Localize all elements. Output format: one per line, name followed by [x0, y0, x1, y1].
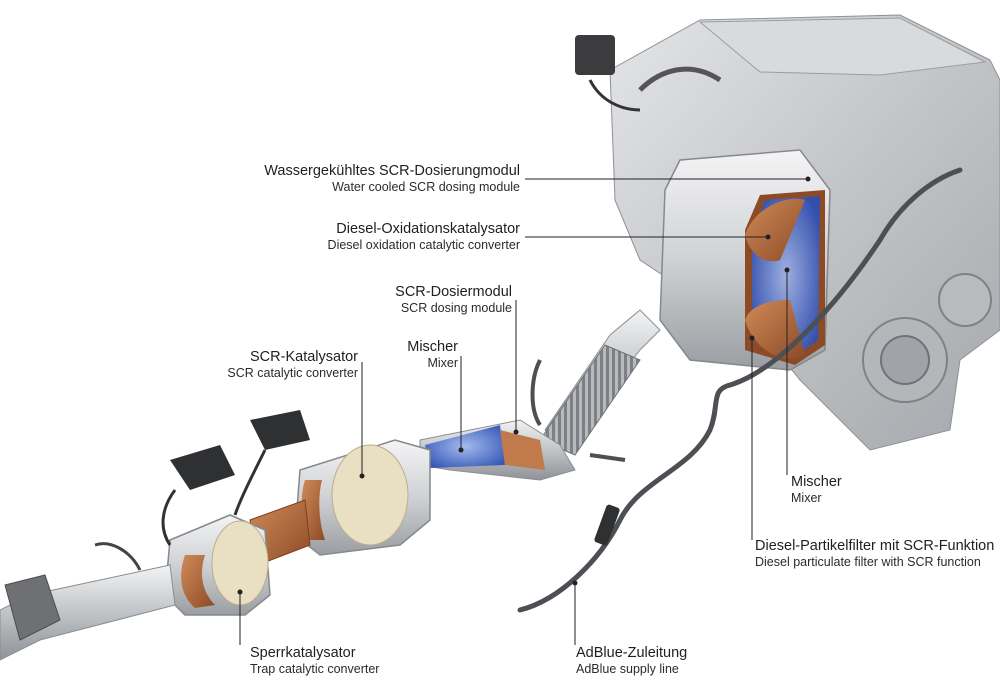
- sensor-connectors: [94, 410, 310, 571]
- label-de: Diesel-Partikelfilter mit SCR-Funktion: [755, 538, 995, 554]
- label-de: AdBlue-Zuleitung: [576, 645, 688, 661]
- callout-adblue-line: AdBlue-Zuleitung AdBlue supply line: [576, 645, 687, 677]
- flex-pipe: [539, 309, 661, 456]
- front-pipe: [0, 564, 176, 661]
- callout-mixer-left: Mischer Mixer: [380, 339, 458, 371]
- label-en: Diesel oxidation catalytic converter: [327, 238, 520, 253]
- label-en: Diesel particulate filter with SCR funct…: [755, 555, 981, 570]
- mixer-section: [419, 419, 576, 481]
- label-en: Water cooled SCR dosing module: [332, 180, 520, 195]
- label-en: AdBlue supply line: [576, 662, 679, 677]
- trap-catalyst-canister: [164, 514, 271, 616]
- label-en: Mixer: [427, 356, 458, 371]
- label-de: SCR-Katalysator: [250, 349, 358, 365]
- callout-trap-catalyst: Sperrkatalysator Trap catalytic converte…: [250, 645, 379, 677]
- label-de: Mischer: [407, 339, 458, 355]
- scr-catalyst-canister: [294, 439, 431, 556]
- label-de: Diesel-Oxidationskatalysator: [336, 221, 520, 237]
- label-de: Wassergekühltes SCR-Dosierungmodul: [264, 163, 520, 179]
- label-de: Sperrkatalysator: [250, 645, 356, 661]
- label-de: SCR-Dosiermodul: [395, 284, 512, 300]
- callout-water-cooled-scr: Wassergekühltes SCR-Dosierungmodul Water…: [240, 163, 520, 195]
- leader-lines: [239, 178, 808, 645]
- adblue-line-graphic: [517, 167, 963, 613]
- label-de: Mischer: [791, 474, 842, 490]
- callout-scr-dosing: SCR-Dosiermodul SCR dosing module: [360, 284, 512, 316]
- label-en: SCR dosing module: [400, 301, 512, 316]
- label-en: Trap catalytic converter: [250, 662, 380, 677]
- leader-dots: [237, 176, 811, 595]
- dpf-canister: [659, 149, 831, 371]
- callout-diesel-oxidation: Diesel-Oxidationskatalysator Diesel oxid…: [250, 221, 520, 253]
- callout-mixer-right: Mischer Mixer: [791, 474, 842, 506]
- label-en: Mixer: [791, 491, 822, 506]
- label-en: SCR catalytic converter: [227, 366, 358, 381]
- callout-scr-catalyst: SCR-Katalysator SCR catalytic converter: [200, 349, 358, 381]
- callout-dpf-scr: Diesel-Partikelfilter mit SCR-Funktion D…: [755, 538, 994, 570]
